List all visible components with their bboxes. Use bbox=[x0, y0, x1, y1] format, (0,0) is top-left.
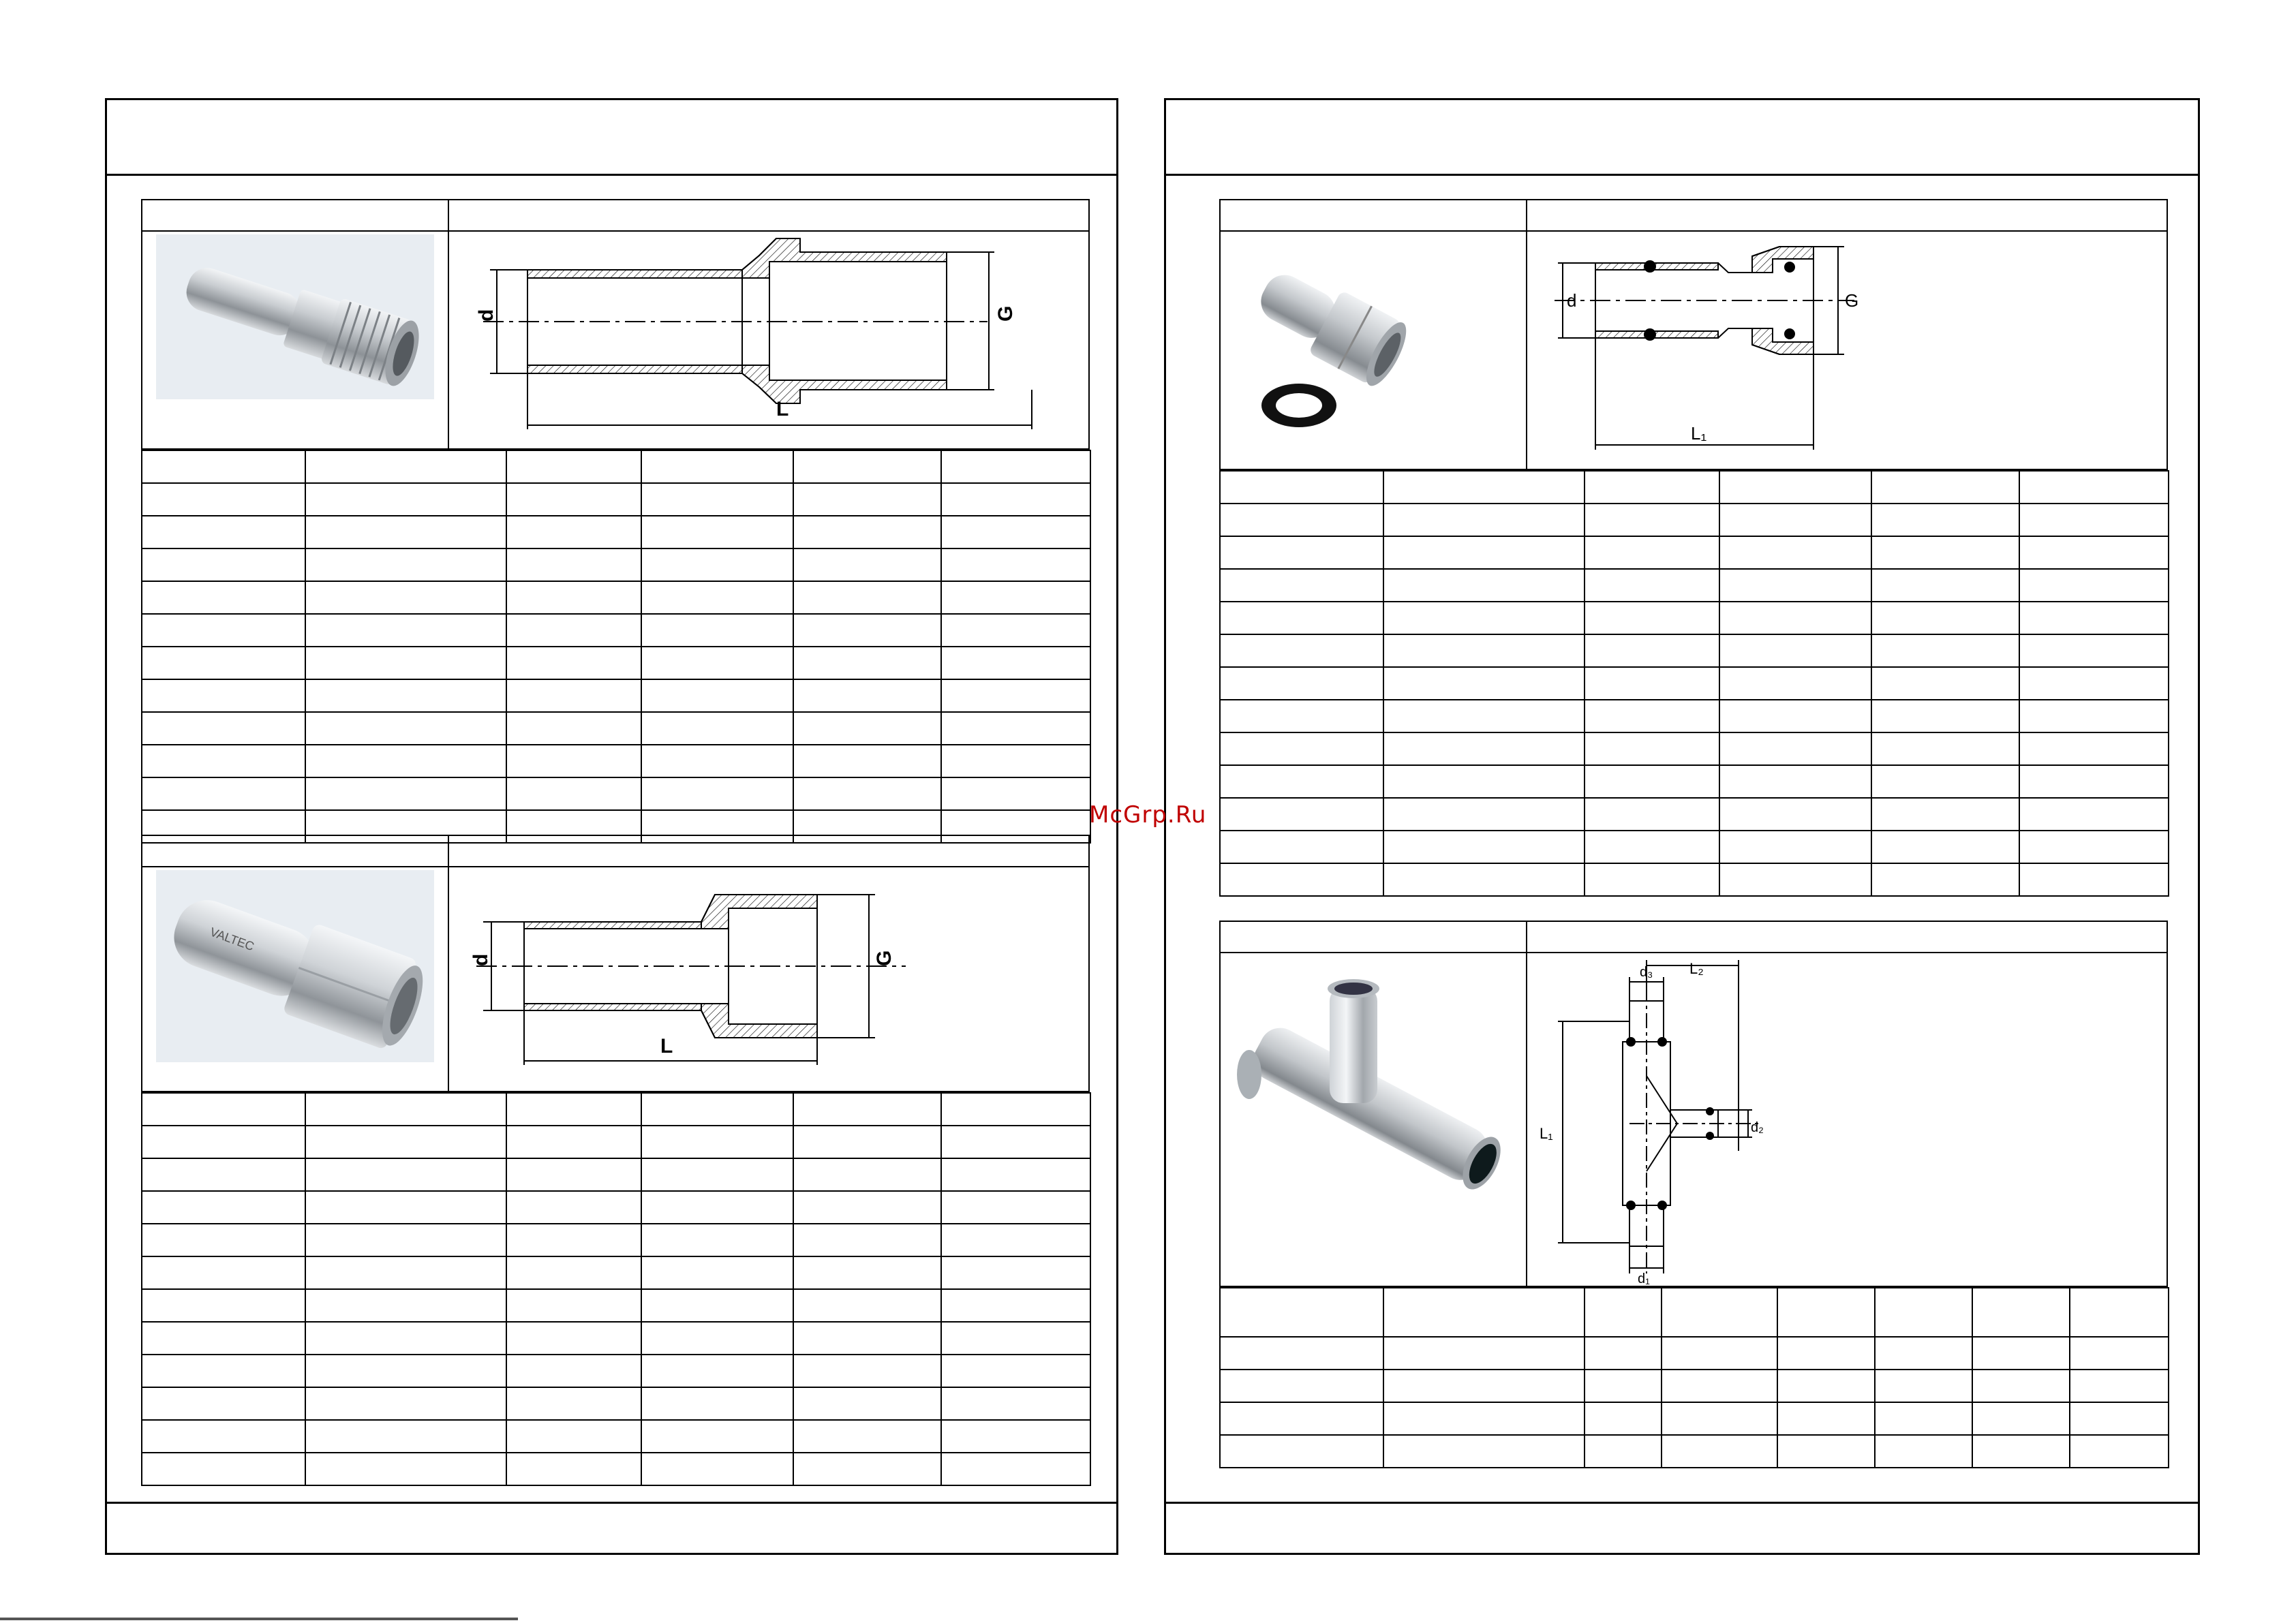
union-title-row bbox=[1219, 199, 2168, 232]
table-row bbox=[141, 777, 1091, 811]
table-row bbox=[141, 1125, 1091, 1159]
table-row bbox=[141, 1092, 1091, 1126]
union-figure: d G L₁ bbox=[1219, 232, 2168, 470]
table-row bbox=[1219, 601, 2169, 635]
male-adapter-photo bbox=[156, 234, 434, 399]
table-row bbox=[141, 711, 1091, 745]
table-row bbox=[141, 1387, 1091, 1421]
female-adapter-l-label: L bbox=[660, 1035, 673, 1057]
female-adapter-drawing: d G L bbox=[456, 867, 1083, 1092]
table-row bbox=[1219, 1336, 2169, 1370]
right-page: d G L₁ bbox=[1164, 98, 2200, 1555]
union-drawing: d G L₁ bbox=[1534, 232, 2161, 470]
union-d-label: d bbox=[1567, 290, 1576, 311]
table-row bbox=[1219, 830, 2169, 864]
table-row bbox=[141, 679, 1091, 713]
table-row bbox=[141, 744, 1091, 778]
table-row bbox=[1219, 732, 2169, 766]
right-page-footer bbox=[1166, 1502, 2198, 1553]
table-row bbox=[1219, 863, 2169, 897]
table-row bbox=[141, 450, 1091, 484]
tee-d3-label: d₃ bbox=[1640, 965, 1653, 980]
table-row bbox=[141, 1288, 1091, 1323]
tee-drawing: L₂ d₃ L₁ d₂ d₁ bbox=[1534, 953, 2161, 1287]
table-row bbox=[141, 646, 1091, 680]
female-adapter-d-label: d bbox=[470, 954, 492, 966]
table-row bbox=[1219, 1434, 2169, 1468]
table-row bbox=[141, 1190, 1091, 1224]
tee-d2-label: d₂ bbox=[1751, 1120, 1764, 1135]
union-photo bbox=[1234, 259, 1512, 443]
table-row bbox=[1219, 634, 2169, 668]
male-adapter-l-label: L bbox=[776, 398, 789, 420]
left-page-footer bbox=[107, 1502, 1116, 1553]
table-row bbox=[141, 482, 1091, 516]
male-adapter-d-label: d bbox=[475, 309, 498, 322]
union-spec-table bbox=[1219, 470, 2169, 897]
table-row bbox=[1219, 764, 2169, 799]
table-row bbox=[1219, 699, 2169, 733]
table-row bbox=[1219, 503, 2169, 537]
tee-title-row bbox=[1219, 921, 2168, 953]
scan-edge-line bbox=[0, 1618, 518, 1620]
tee-photo bbox=[1234, 960, 1512, 1219]
female-adapter-g-label: G bbox=[873, 950, 896, 966]
table-row bbox=[1219, 666, 2169, 700]
table-row bbox=[1219, 470, 2169, 504]
table-row bbox=[1219, 568, 2169, 602]
table-row bbox=[1219, 1287, 2169, 1338]
table-row bbox=[1219, 797, 2169, 831]
male-adapter-figure: d G L bbox=[141, 232, 1090, 450]
table-row bbox=[141, 1354, 1091, 1388]
male-adapter-title-row bbox=[141, 199, 1090, 232]
left-page: d G L bbox=[105, 98, 1118, 1555]
left-page-header bbox=[107, 100, 1116, 176]
table-row bbox=[141, 1158, 1091, 1192]
tee-spec-table bbox=[1219, 1287, 2169, 1468]
table-row bbox=[1219, 1369, 2169, 1403]
union-l1-label: L₁ bbox=[1691, 423, 1706, 444]
table-row bbox=[141, 581, 1091, 615]
table-row bbox=[141, 1256, 1091, 1290]
table-row bbox=[141, 515, 1091, 549]
male-adapter-spec-table bbox=[141, 450, 1091, 844]
tee-d1-label: d₁ bbox=[1638, 1271, 1650, 1286]
male-adapter-drawing: d G L bbox=[456, 232, 1083, 450]
tee-figure: L₂ d₃ L₁ d₂ d₁ bbox=[1219, 953, 2168, 1287]
table-row bbox=[141, 1419, 1091, 1453]
table-row bbox=[141, 1321, 1091, 1355]
right-page-header bbox=[1166, 100, 2198, 176]
union-g-label: G bbox=[1845, 290, 1858, 311]
watermark: McGrp.Ru bbox=[1089, 801, 1207, 829]
female-adapter-figure: VALTEC bbox=[141, 867, 1090, 1092]
table-row bbox=[141, 1452, 1091, 1486]
female-adapter-title-row bbox=[141, 835, 1090, 867]
table-row bbox=[1219, 1402, 2169, 1436]
table-row bbox=[141, 613, 1091, 647]
tee-l2-label: L₂ bbox=[1689, 960, 1704, 977]
male-adapter-g-label: G bbox=[994, 306, 1017, 322]
table-row bbox=[1219, 536, 2169, 570]
female-adapter-photo: VALTEC bbox=[156, 870, 434, 1062]
female-adapter-spec-table bbox=[141, 1092, 1091, 1486]
table-row bbox=[141, 809, 1091, 844]
table-row bbox=[141, 548, 1091, 582]
tee-l1-label: L₁ bbox=[1540, 1125, 1553, 1142]
table-row bbox=[141, 1223, 1091, 1257]
